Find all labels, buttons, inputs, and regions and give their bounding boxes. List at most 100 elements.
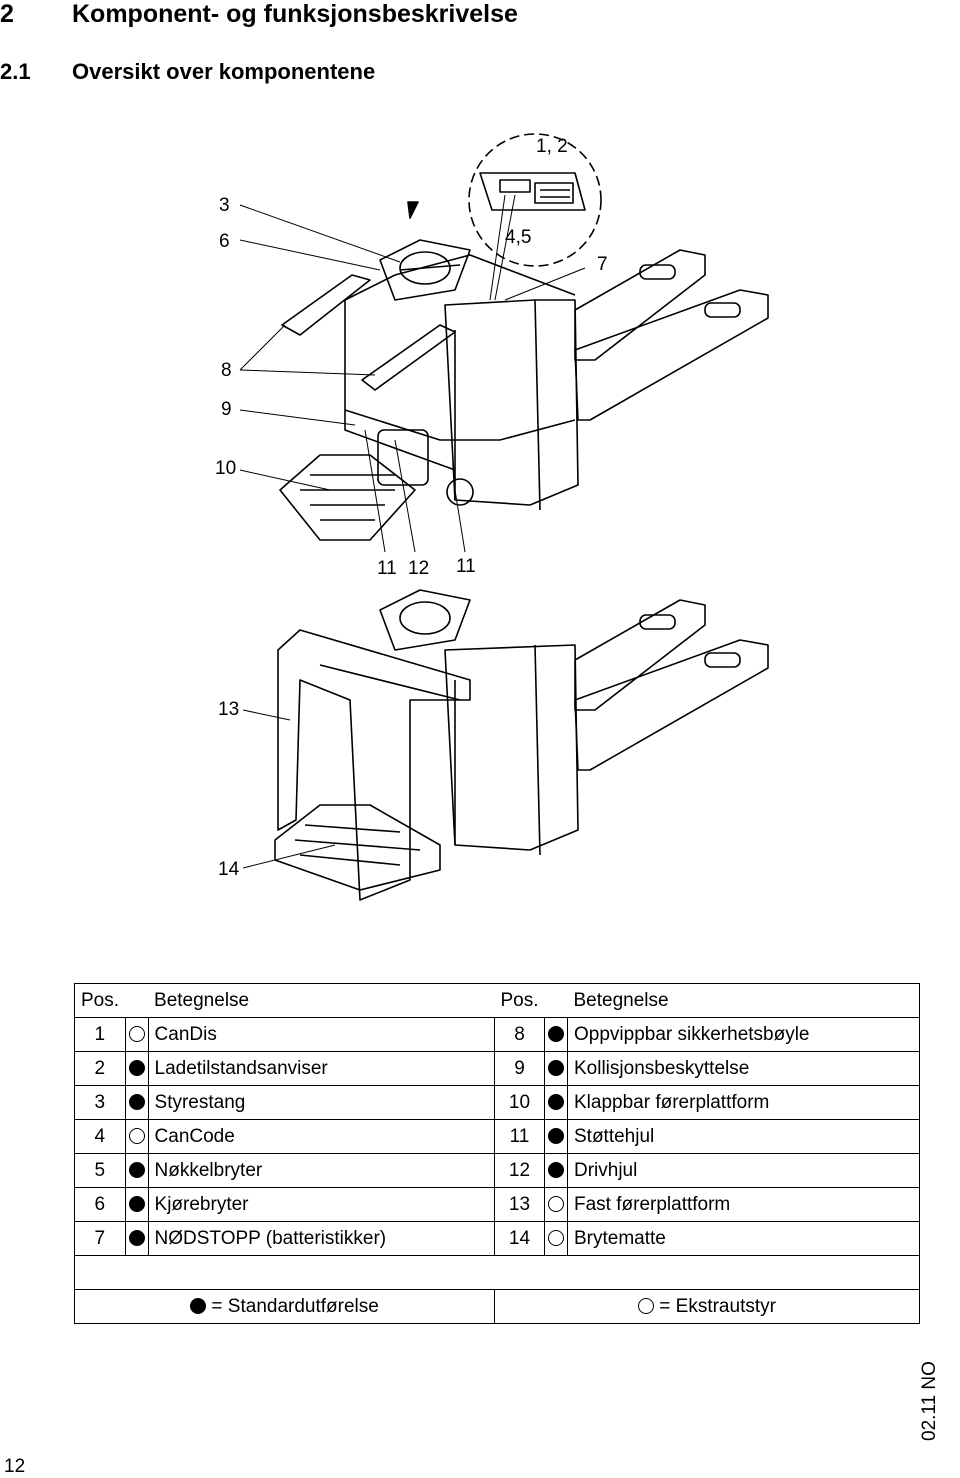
fork-right (574, 639, 769, 771)
row-pos: 8 (493, 1017, 546, 1052)
fork-right (574, 289, 769, 421)
filled-circle-icon (548, 1026, 564, 1043)
open-circle-icon (128, 1128, 145, 1145)
platform (279, 454, 416, 541)
header-desc: Betegnelse (148, 983, 495, 1018)
row-pos: 12 (493, 1153, 546, 1188)
truck-figure-folding-platform (239, 133, 769, 553)
row-description: Kollisjonsbeskyttelse (567, 1051, 920, 1086)
table-key-row: = Standardutførelse = Ekstrautstyr (74, 1289, 921, 1324)
callout-10: 10 (215, 458, 237, 479)
row-description: CanDis (147, 1017, 495, 1052)
filled-circle-icon (548, 1162, 564, 1179)
callout-12: 12 (408, 558, 430, 579)
filled-circle-icon (128, 1230, 145, 1247)
row-pos: 9 (493, 1051, 546, 1086)
row-pos: 14 (493, 1221, 546, 1256)
key-standard: = Standardutførelse (74, 1289, 495, 1324)
row-description: Fast førerplattform (567, 1187, 920, 1222)
row-description: Styrestang (147, 1085, 495, 1120)
callout-9: 9 (221, 399, 232, 420)
row-pos: 11 (493, 1119, 546, 1154)
row-pos: 3 (74, 1085, 126, 1120)
callout-1-2: 1, 2 (536, 136, 568, 157)
filled-circle-icon (128, 1060, 145, 1077)
row-pos: 13 (493, 1187, 546, 1222)
fixed-platform (274, 804, 441, 891)
filled-circle-icon (548, 1128, 564, 1145)
document-code: 02.11 NO (919, 1361, 940, 1441)
row-description: Nøkkelbryter (147, 1153, 495, 1188)
open-circle-icon (638, 1298, 654, 1315)
row-description: CanCode (147, 1119, 495, 1154)
safety-bar-right (361, 324, 456, 391)
callout-11: 11 (377, 558, 397, 579)
filled-circle-icon (128, 1162, 145, 1179)
truck-figure-fixed-platform (242, 589, 769, 901)
open-circle-icon (548, 1230, 564, 1247)
row-description: Drivhjul (567, 1153, 920, 1188)
callout-3: 3 (219, 195, 230, 216)
cab-frame (277, 629, 471, 901)
safety-bar-left (281, 274, 371, 336)
callout-14: 14 (218, 859, 240, 880)
subsection-number: 2.1 (0, 59, 31, 84)
row-pos: 2 (74, 1051, 126, 1086)
key-standard-label: = Standardutførelse (211, 1295, 379, 1317)
battery-body (444, 299, 579, 506)
callout-11b: 11 (456, 556, 476, 577)
open-circle-icon (548, 1196, 564, 1213)
row-pos: 7 (74, 1221, 126, 1256)
row-description: Oppvippbar sikkerhetsbøyle (567, 1017, 920, 1052)
row-description: NØDSTOPP (batteristikker) (147, 1221, 495, 1256)
filled-circle-icon (128, 1094, 145, 1111)
support-wheel (446, 478, 474, 506)
row-pos: 4 (74, 1119, 126, 1154)
display-detail-circle (468, 133, 602, 267)
row-pos: 1 (74, 1017, 126, 1052)
battery-body (444, 644, 579, 851)
row-pos: 6 (74, 1187, 126, 1222)
table-header-row: Pos. Betegnelse Pos. Betegnelse (74, 983, 920, 1018)
filled-circle-icon (128, 1196, 145, 1213)
key-extra: = Ekstrautstyr (493, 1289, 921, 1324)
callout-4-5: 4,5 (505, 227, 532, 248)
callout-8: 8 (221, 360, 232, 381)
callout-13: 13 (218, 699, 240, 720)
tiller-head (399, 601, 451, 635)
subsection-title: Oversikt over komponentene (72, 59, 376, 84)
candis-display (479, 172, 586, 211)
key-extra-label: = Ekstrautstyr (659, 1295, 776, 1317)
callout-6: 6 (219, 231, 230, 252)
callout-7: 7 (597, 254, 608, 275)
filled-circle-icon (548, 1060, 564, 1077)
page-number: 12 (4, 1456, 26, 1477)
row-pos: 5 (74, 1153, 126, 1188)
tiller-head (399, 251, 451, 285)
row-description: Kjørebryter (147, 1187, 495, 1222)
filled-circle-icon (548, 1094, 564, 1111)
open-circle-icon (128, 1026, 145, 1043)
row-description: Støttehjul (567, 1119, 920, 1154)
row-description: Brytematte (567, 1221, 920, 1256)
header-desc: Betegnelse (567, 983, 920, 1018)
filled-circle-icon (190, 1298, 207, 1315)
row-description: Ladetilstandsanviser (147, 1051, 495, 1086)
table-row: 7 NØDSTOPP (batteristikker)14 Brytematte (74, 1221, 920, 1256)
row-description: Klappbar førerplattform (567, 1085, 920, 1120)
row-pos: 10 (493, 1085, 546, 1120)
truck-illustration (239, 133, 769, 901)
header-pos: Pos. (494, 983, 545, 1018)
section-number: 2 (0, 0, 14, 28)
header-pos: Pos. (74, 983, 126, 1018)
table-spacer-row (74, 1255, 920, 1290)
section-title: Komponent- og funksjonsbeskrivelse (72, 0, 518, 28)
